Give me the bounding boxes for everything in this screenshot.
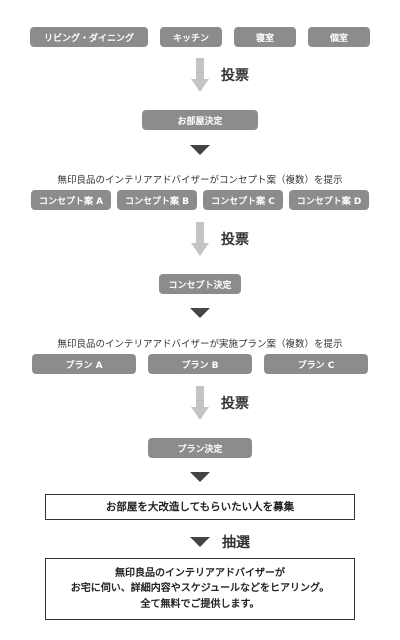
triangle-down-icon [190,145,210,155]
concept-decision: コンセプト決定 [159,274,241,294]
lottery-step: 抽選 [190,532,250,552]
vote-step-2: 投票 [191,222,249,256]
plan-option: プラン B [148,354,252,374]
concept-option: コンセプト案 C [203,190,283,210]
room-option: 個室 [308,27,370,47]
plan-options: プラン A プラン B プラン C [0,354,400,374]
triangle-down-icon [190,472,210,482]
vote-step-3: 投票 [191,386,249,420]
plan-option: プラン C [264,354,368,374]
room-option: 寝室 [234,27,296,47]
triangle-down-icon [190,308,210,318]
final-info-box: 無印良品のインテリアアドバイザーが お宅に伺い、詳細内容やスケジュールなどをヒア… [45,558,355,620]
concept-option: コンセプト案 D [289,190,369,210]
down-arrow-icon [191,222,209,256]
concept-option: コンセプト案 A [31,190,111,210]
concept-options: コンセプト案 A コンセプト案 B コンセプト案 C コンセプト案 D [0,190,400,210]
final-line: お宅に伺い、詳細内容やスケジュールなどをヒアリング。 [70,583,330,595]
lottery-label: 抽選 [222,535,250,551]
final-line: 無印良品のインテリアアドバイザーが [115,567,285,579]
room-option: キッチン [160,27,222,47]
recruit-text: お部屋を大改造してもらいたい人を募集 [105,500,295,513]
concept-option: コンセプト案 B [117,190,197,210]
recruit-box: お部屋を大改造してもらいたい人を募集 [45,494,355,520]
room-decision: お部屋決定 [142,110,258,130]
down-arrow-icon [191,386,209,420]
room-option: リビング・ダイニング [30,27,148,47]
final-line: 全て無料でご提供します。 [140,598,260,610]
vote-label: 投票 [221,232,249,248]
triangle-down-icon [190,537,210,547]
concept-caption: 無印良品のインテリアアドバイザーがコンセプト案（複数）を提示 [57,175,343,186]
plan-caption: 無印良品のインテリアアドバイザーが実施プラン案（複数）を提示 [57,339,343,350]
down-arrow-icon [191,58,209,92]
vote-label: 投票 [221,68,249,84]
plan-decision: プラン決定 [148,438,252,458]
vote-label: 投票 [221,396,249,412]
vote-step-1: 投票 [191,58,249,92]
plan-option: プラン A [32,354,136,374]
room-options: リビング・ダイニング キッチン 寝室 個室 [0,27,400,47]
